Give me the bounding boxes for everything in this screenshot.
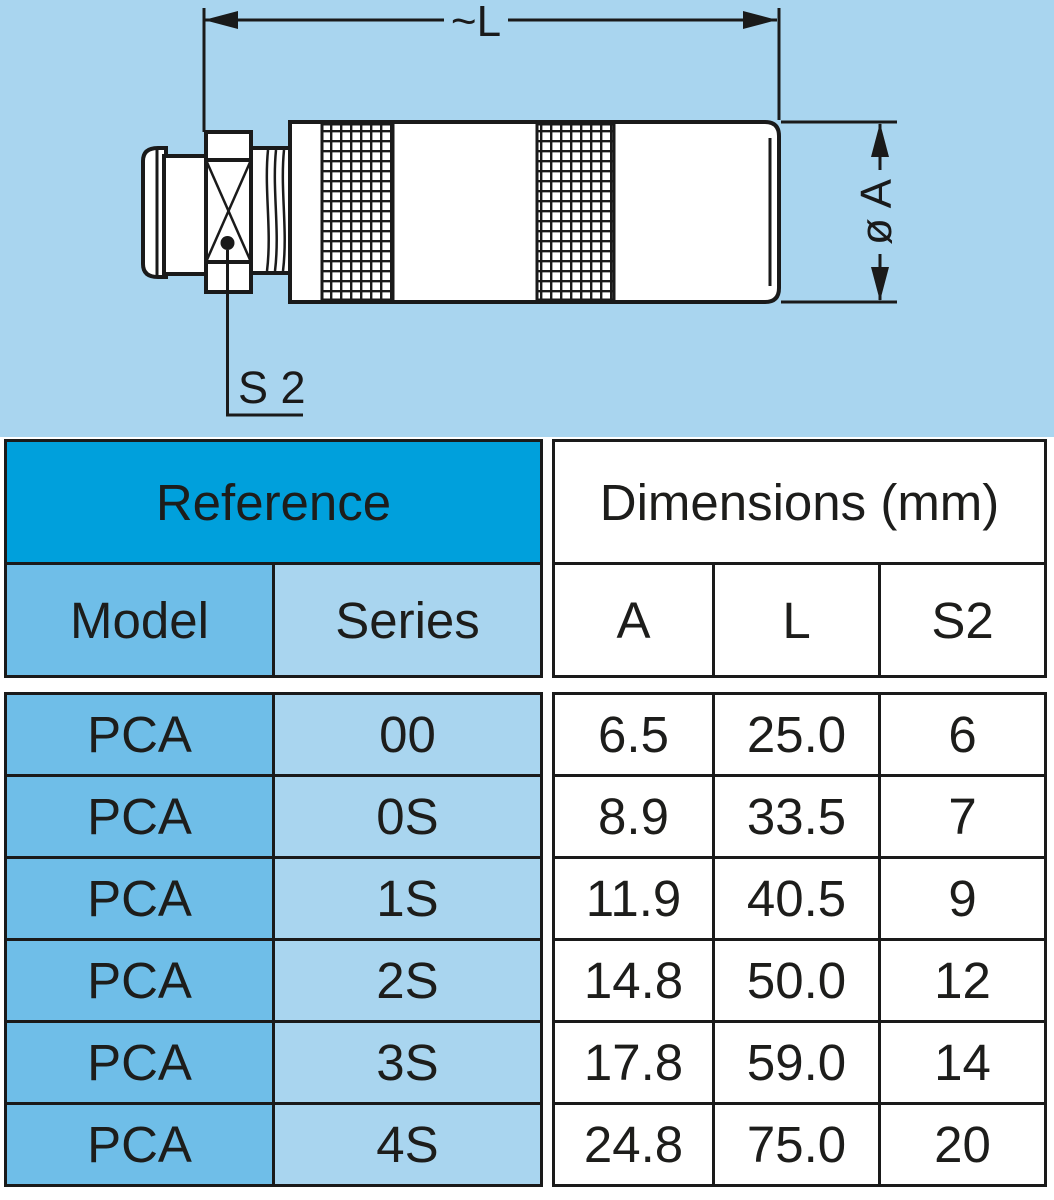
connector-side-view-drawing: ~L ø A S 2 bbox=[141, 0, 901, 417]
reference-table: Reference Model Series PCA 00 PCA 0S bbox=[4, 439, 543, 1187]
model-cell: PCA bbox=[4, 1020, 275, 1105]
table-row: 6.5 25.0 6 bbox=[552, 692, 1047, 777]
series-cell: 3S bbox=[272, 1020, 543, 1105]
connector-body-group bbox=[141, 120, 781, 304]
dim-s2-cell: 20 bbox=[878, 1102, 1047, 1187]
dim-l-cell: 40.5 bbox=[712, 856, 881, 941]
table-row: PCA 2S bbox=[4, 938, 543, 1023]
series-cell: 4S bbox=[272, 1102, 543, 1187]
table-row: 24.8 75.0 20 bbox=[552, 1102, 1047, 1187]
model-cell: PCA bbox=[4, 692, 275, 777]
col-a-header: A bbox=[552, 562, 715, 678]
table-row: 11.9 40.5 9 bbox=[552, 856, 1047, 941]
dia-arrow-up bbox=[871, 123, 889, 157]
nut-top bbox=[204, 130, 253, 162]
dim-l-cell: 75.0 bbox=[712, 1102, 881, 1187]
nut-cross-2 bbox=[204, 159, 253, 263]
table-row: PCA 00 bbox=[4, 692, 543, 777]
reference-table-body: PCA 00 PCA 0S PCA 1S PCA 2S PCA 3S bbox=[4, 692, 543, 1187]
diameter-dim-label: ø A bbox=[852, 178, 901, 245]
dimensions-header-cell: Dimensions (mm) bbox=[551, 439, 1048, 565]
dim-a-cell: 17.8 bbox=[552, 1020, 715, 1105]
table-row: 17.8 59.0 14 bbox=[552, 1020, 1047, 1105]
wrench-flat-label: S 2 bbox=[238, 362, 306, 413]
dimensions-table-header: Dimensions (mm) A L S2 bbox=[551, 439, 1048, 678]
reference-table-header: Reference Model Series bbox=[4, 439, 543, 678]
flange-body bbox=[162, 154, 209, 276]
col-s2-header: S2 bbox=[877, 562, 1048, 678]
series-column-header: Series bbox=[272, 562, 543, 678]
thread-line-1 bbox=[265, 149, 270, 272]
model-cell: PCA bbox=[4, 856, 275, 941]
knurl-band-1 bbox=[320, 122, 395, 302]
dim-l-cell: 25.0 bbox=[712, 692, 881, 777]
table-row: PCA 3S bbox=[4, 1020, 543, 1105]
series-cell: 00 bbox=[272, 692, 543, 777]
length-arrow-left bbox=[204, 11, 238, 29]
dim-s2-cell: 6 bbox=[878, 692, 1047, 777]
dim-a-cell: 24.8 bbox=[552, 1102, 715, 1187]
length-arrow-right bbox=[743, 11, 777, 29]
dim-a-cell: 14.8 bbox=[552, 938, 715, 1023]
thread-line-3 bbox=[281, 149, 286, 272]
dim-s2-cell: 14 bbox=[878, 1020, 1047, 1105]
dimensions-table: Dimensions (mm) A L S2 6.5 25.0 6 8.9 33… bbox=[551, 439, 1048, 1187]
dimensions-table-body: 6.5 25.0 6 8.9 33.5 7 11.9 40.5 9 14.8 5… bbox=[552, 692, 1047, 1187]
dim-a-cell: 8.9 bbox=[552, 774, 715, 859]
table-row: PCA 1S bbox=[4, 856, 543, 941]
dim-a-cell: 11.9 bbox=[552, 856, 715, 941]
table-row: PCA 4S bbox=[4, 1102, 543, 1187]
dimension-annotations bbox=[202, 8, 897, 417]
end-cap bbox=[141, 146, 168, 279]
dim-a-cell: 6.5 bbox=[552, 692, 715, 777]
spec-tables: Reference Model Series PCA 00 PCA 0S bbox=[4, 439, 1054, 1187]
reference-header-cell: Reference bbox=[4, 439, 543, 565]
dim-s2-cell: 9 bbox=[878, 856, 1047, 941]
dim-l-cell: 50.0 bbox=[712, 938, 881, 1023]
wrench-flat-dot bbox=[220, 236, 235, 250]
series-cell: 0S bbox=[272, 774, 543, 859]
technical-drawing-panel: ~L ø A S 2 bbox=[0, 0, 1054, 437]
thread-line-2 bbox=[273, 149, 278, 272]
table-row: 8.9 33.5 7 bbox=[552, 774, 1047, 859]
barrel bbox=[288, 120, 781, 304]
model-column-header: Model bbox=[4, 562, 275, 678]
series-cell: 1S bbox=[272, 856, 543, 941]
dim-l-cell: 59.0 bbox=[712, 1020, 881, 1105]
series-cell: 2S bbox=[272, 938, 543, 1023]
col-l-header: L bbox=[712, 562, 881, 678]
table-row: 14.8 50.0 12 bbox=[552, 938, 1047, 1023]
dim-s2-cell: 12 bbox=[878, 938, 1047, 1023]
wrench-flat-leader bbox=[226, 250, 303, 417]
table-row: PCA 0S bbox=[4, 774, 543, 859]
model-cell: PCA bbox=[4, 1102, 275, 1187]
dim-l-cell: 33.5 bbox=[712, 774, 881, 859]
model-cell: PCA bbox=[4, 774, 275, 859]
length-dim-label: ~L bbox=[451, 0, 501, 46]
dim-s2-cell: 7 bbox=[878, 774, 1047, 859]
dia-arrow-down bbox=[871, 267, 889, 301]
knurl-band-2 bbox=[535, 122, 616, 302]
model-cell: PCA bbox=[4, 938, 275, 1023]
